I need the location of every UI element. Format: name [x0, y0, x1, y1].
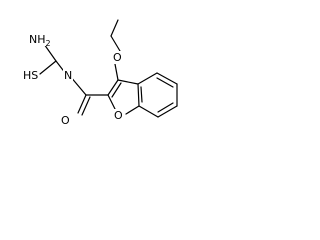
bond-o1-c7a — [125, 105, 140, 115]
carbonyl-o-label: O — [61, 114, 70, 127]
imine-n-label: N — [64, 69, 72, 82]
bond-c2-c3-1 — [107, 79, 119, 96]
bond-c3-c3a — [117, 79, 139, 85]
bond-c3-o-ether — [114, 63, 119, 81]
bond-c-s — [39, 60, 57, 75]
sulfur-label: HS — [23, 69, 38, 82]
ether-o-label: O — [113, 51, 122, 64]
bond-amide-c-o-2 — [81, 96, 91, 116]
bond-o-ch2 — [110, 35, 121, 52]
bond-c6-c7-2 — [157, 102, 174, 113]
bonds — [39, 19, 178, 118]
bond-c3a-c4 — [137, 72, 158, 85]
bond-ch2-ch3 — [110, 19, 119, 37]
bond-amide-c-o-1 — [77, 94, 87, 114]
bond-c2-o1 — [107, 94, 117, 112]
ring-o-label: O — [114, 109, 123, 122]
atom-labels: NH2 HS N O O O — [22, 33, 124, 127]
bond-c4-c5-2 — [156, 77, 174, 88]
bond-c7-c7a — [138, 105, 159, 118]
bond-c6-c7-1 — [157, 105, 178, 118]
bond-c7a-c3a-inner — [140, 86, 143, 103]
bond-c2-c3-2 — [111, 82, 122, 98]
bond-c4-c5-1 — [156, 72, 178, 85]
nh2-label: NH2 — [29, 33, 51, 48]
bond-c3a-c7a — [137, 83, 140, 107]
bond-c-nh2 — [43, 43, 57, 62]
molecule-structure: NH2 HS N O O O — [22, 19, 178, 127]
